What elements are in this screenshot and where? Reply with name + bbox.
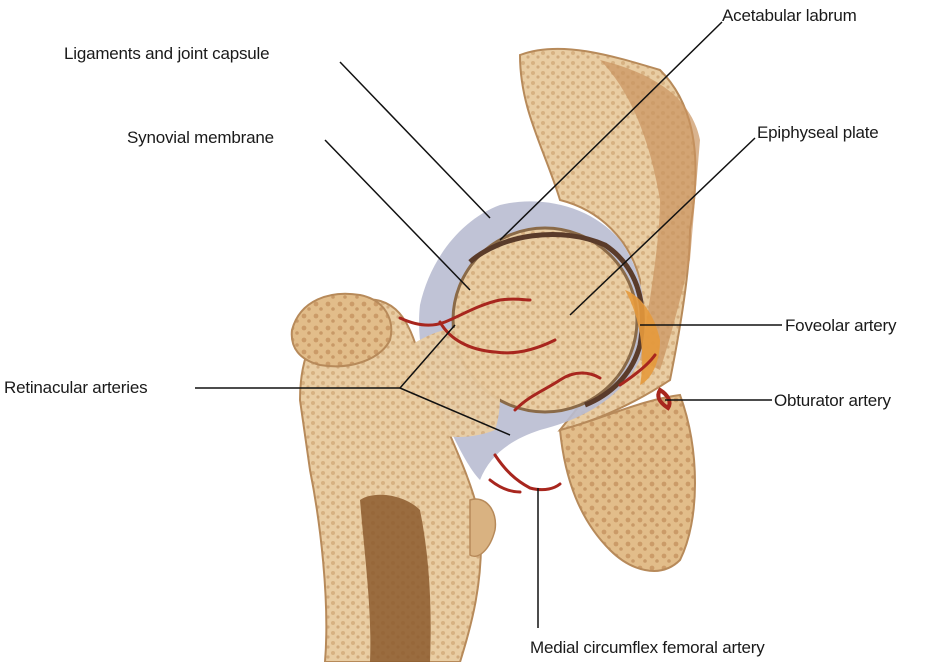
label-foveolar-artery: Foveolar artery <box>785 316 896 336</box>
label-ligaments-capsule: Ligaments and joint capsule <box>64 44 269 64</box>
medial-circumflex-vessel <box>495 455 560 490</box>
leader-synovial-membrane <box>325 140 470 290</box>
lesser-trochanter <box>470 499 495 556</box>
medial-circumflex-branch <box>490 480 520 492</box>
label-obturator-artery: Obturator artery <box>774 391 891 411</box>
leader-ligaments-capsule <box>340 62 490 218</box>
label-retinacular-arteries: Retinacular arteries <box>4 378 147 398</box>
medullary-cavity <box>360 495 431 662</box>
label-synovial-membrane: Synovial membrane <box>127 128 274 148</box>
label-medial-circumflex: Medial circumflex femoral artery <box>530 638 765 658</box>
greater-trochanter <box>292 294 392 367</box>
label-epiphyseal-plate: Epiphyseal plate <box>757 123 879 143</box>
label-acetabular-labrum: Acetabular labrum <box>722 6 857 26</box>
